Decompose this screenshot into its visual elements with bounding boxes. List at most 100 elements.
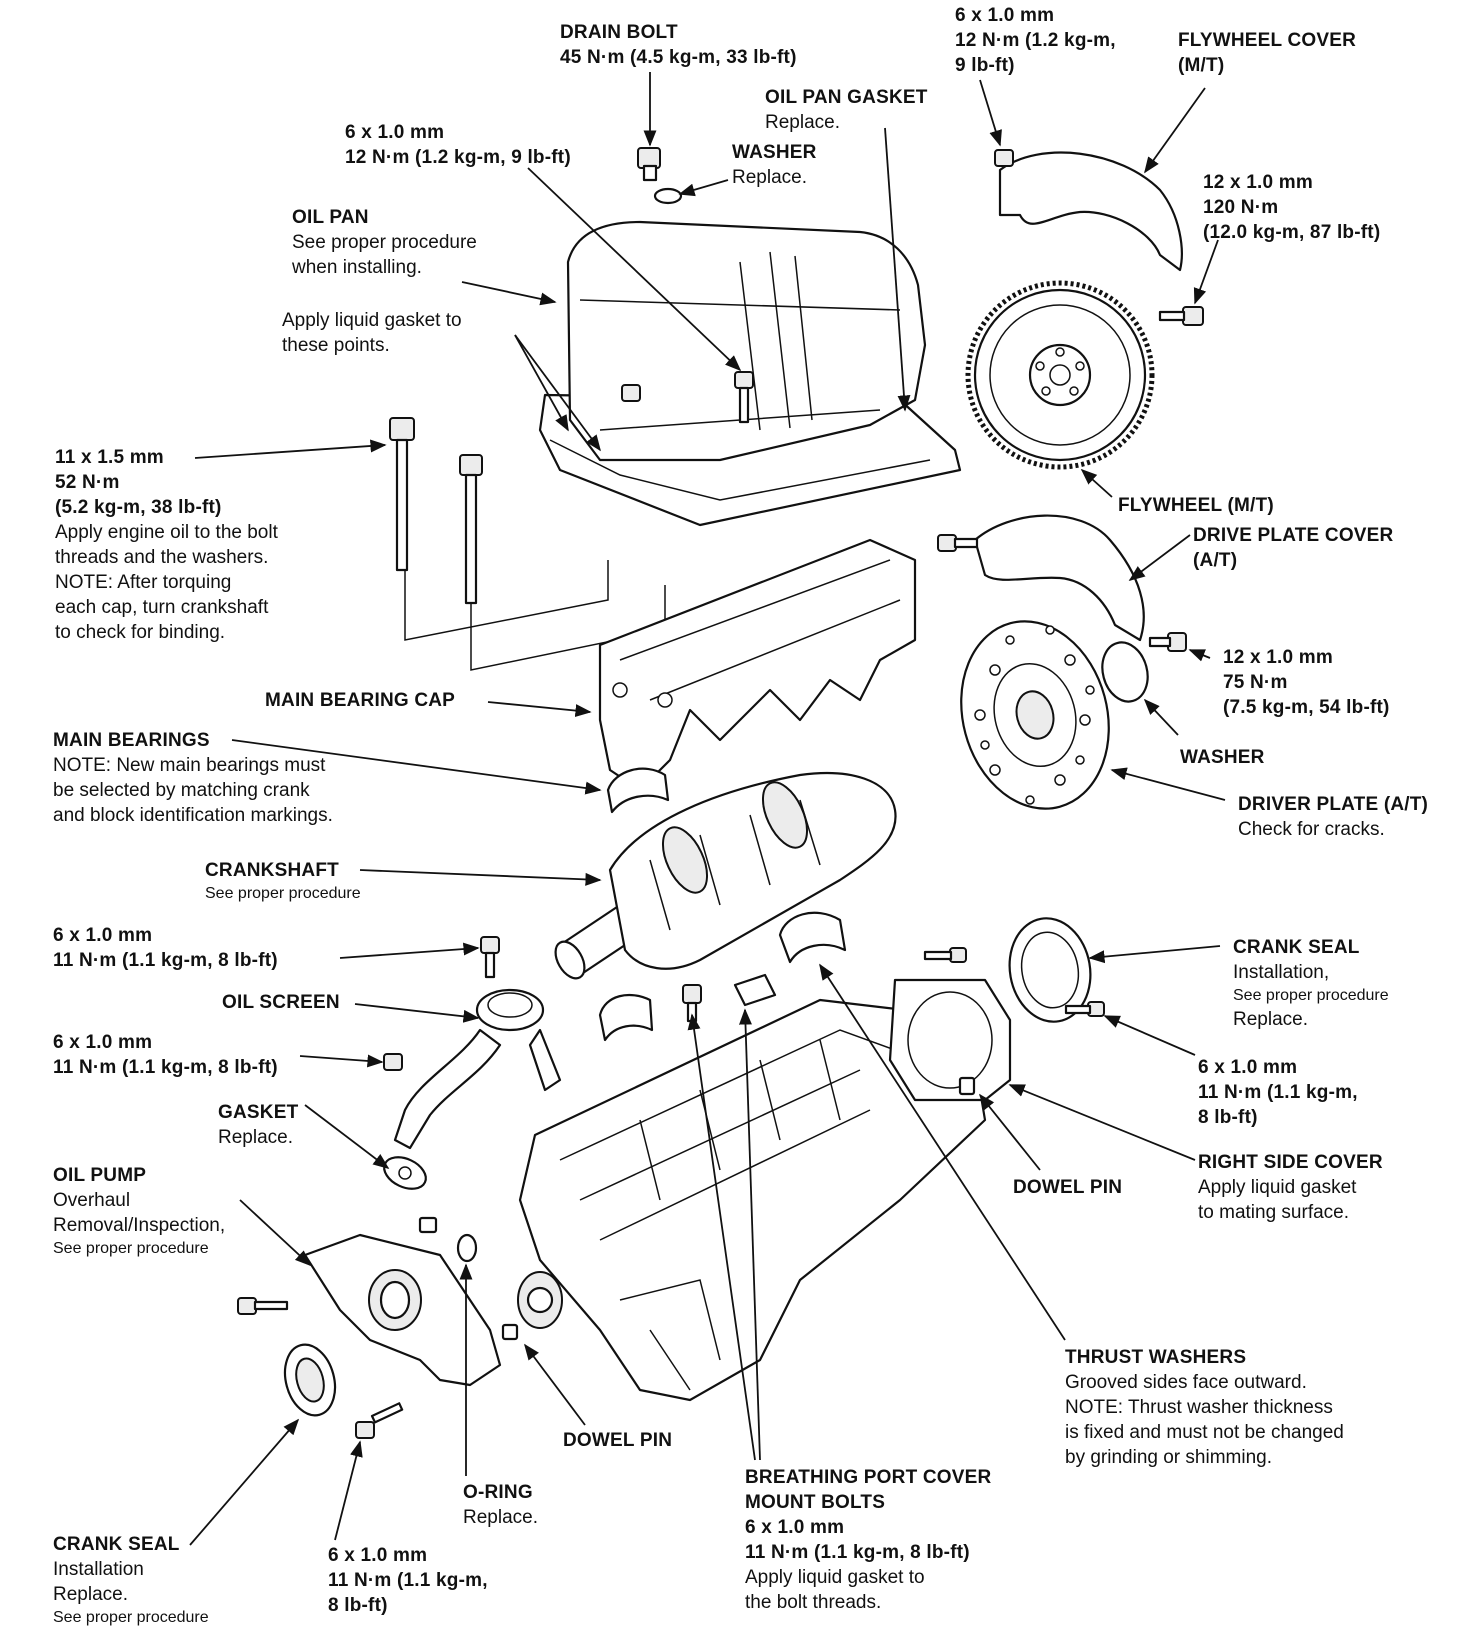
main-cap-bolt-1 (389, 417, 415, 572)
label-oil-pump-bolt: 6 x 1.0 mm 11 N·m (1.1 kg-m, 8 lb-ft) (328, 1543, 488, 1618)
oil-pump-bolt-torque2: 8 lb-ft) (328, 1595, 388, 1616)
main-bearing-cap-title: MAIN BEARING CAP (265, 690, 456, 711)
label-right-side-cover: RIGHT SIDE COVER Apply liquid gasket to … (1198, 1150, 1383, 1225)
label-main-cap-bolt: 11 x 1.5 mm 52 N·m (5.2 kg-m, 38 lb-ft) … (55, 445, 278, 645)
label-dowel-pin-bottom: DOWEL PIN (563, 1428, 672, 1453)
o-ring (456, 1233, 478, 1263)
liquid-gasket-line1: Apply liquid gasket to (282, 310, 462, 331)
flywheel-bolt-torque2: (12.0 kg-m, 87 lb-ft) (1203, 222, 1381, 243)
label-driver-plate: DRIVER PLATE (A/T) Check for cracks. (1238, 792, 1428, 842)
main-cap-bolt-2 (459, 454, 483, 605)
label-o-ring: O-RING Replace. (463, 1480, 538, 1530)
drain-washer (653, 187, 683, 205)
main-bearing (606, 767, 670, 814)
drain-bolt-title: DRAIN BOLT (560, 22, 678, 43)
flywheel-title: FLYWHEEL (M/T) (1118, 495, 1274, 516)
oil-pump-line2: Removal/Inspection, (53, 1215, 226, 1236)
label-gasket: GASKET Replace. (218, 1100, 298, 1150)
oil-pump-bolt-size: 6 x 1.0 mm (328, 1545, 428, 1566)
washer-top-title: WASHER (732, 142, 817, 163)
label-flywheel-cover-bolt: 6 x 1.0 mm 12 N·m (1.2 kg-m, 9 lb-ft) (955, 3, 1116, 78)
main-bearings-line1: NOTE: New main bearings must (53, 755, 326, 776)
label-liquid-gasket: Apply liquid gasket to these points. (282, 308, 462, 358)
flywheel-cover-bolt (994, 149, 1014, 167)
flywheel-bolt-size: 12 x 1.0 mm (1203, 172, 1313, 193)
oil-pan-bolt-size: 6 x 1.0 mm (345, 122, 445, 143)
breathing-port-line1: Apply liquid gasket to (745, 1567, 925, 1588)
main-cap-bolt-line2: threads and the washers. (55, 547, 269, 568)
breathing-port-line2: the bolt threads. (745, 1592, 882, 1613)
crank-seal-right-sub: See proper procedure (1233, 987, 1389, 1004)
dowel-pin-right (958, 1076, 976, 1096)
o-ring-title: O-RING (463, 1482, 533, 1503)
crank-seal-left (283, 1343, 337, 1417)
washer-right-title: WASHER (1180, 747, 1265, 768)
oil-pan-bolt (734, 371, 754, 424)
label-right-cover-bolt: 6 x 1.0 mm 11 N·m (1.1 kg-m, 8 lb-ft) (1198, 1055, 1358, 1130)
thrust-washers-line2: NOTE: Thrust washer thickness (1065, 1397, 1333, 1418)
right-cover-bolt (1064, 1001, 1105, 1017)
flywheel-cover (998, 151, 1183, 272)
label-washer-top: WASHER Replace. (732, 140, 817, 190)
drain-bolt-spec: 45 N·m (4.5 kg-m, 33 lb-ft) (560, 47, 797, 68)
flywheel (965, 280, 1155, 470)
breathing-port-cover (733, 973, 777, 1007)
oil-pump-line1: Overhaul (53, 1190, 131, 1211)
oil-pump (303, 1233, 502, 1387)
crankshaft (554, 771, 897, 980)
crank-seal-left-sub: See proper procedure (53, 1609, 209, 1626)
thrust-washer (778, 911, 847, 964)
oil-screen (393, 988, 562, 1150)
driver-plate-note: Check for cracks. (1238, 819, 1385, 840)
label-dowel-pin-right: DOWEL PIN (1013, 1175, 1122, 1200)
oil-pan-line1: See proper procedure (292, 232, 477, 253)
label-flywheel-bolt: 12 x 1.0 mm 120 N·m (12.0 kg-m, 87 lb-ft… (1203, 170, 1380, 245)
right-side-cover-title: RIGHT SIDE COVER (1198, 1152, 1383, 1173)
label-breathing-port: BREATHING PORT COVER MOUNT BOLTS 6 x 1.0… (745, 1465, 991, 1615)
drive-plate-washer (1101, 641, 1149, 703)
oil-screen-bolt (480, 936, 500, 979)
label-crank-seal-right: CRANK SEAL Installation, See proper proc… (1233, 935, 1389, 1032)
crank-seal-right-title: CRANK SEAL (1233, 937, 1360, 958)
drive-plate-bolt-torque: 75 N·m (1223, 672, 1288, 693)
drive-plate-bolt-size: 12 x 1.0 mm (1223, 647, 1333, 668)
flywheel-cover-sub: (M/T) (1178, 55, 1225, 76)
label-oil-screen-nut: 6 x 1.0 mm 11 N·m (1.1 kg-m, 8 lb-ft) (53, 1030, 278, 1080)
breathing-port-title2: MOUNT BOLTS (745, 1492, 886, 1513)
label-flywheel-cover: FLYWHEEL COVER (M/T) (1178, 28, 1356, 78)
drive-plate-cover (973, 514, 1145, 642)
main-bearing-cap (598, 538, 917, 792)
leader-lines (189, 72, 1226, 1546)
thrust-washers-line3: is fixed and must not be changed (1065, 1422, 1344, 1443)
label-washer-right: WASHER (1180, 745, 1265, 770)
main-cap-bolt-torque: 52 N·m (55, 472, 120, 493)
drive-plate-bolt-torque2: (7.5 kg-m, 54 lb-ft) (1223, 697, 1390, 718)
oil-screen-bolt-torque: 11 N·m (1.1 kg-m, 8 lb-ft) (53, 950, 278, 971)
crankshaft-title: CRANKSHAFT (205, 860, 339, 881)
label-drive-plate-cover: DRIVE PLATE COVER (A/T) (1193, 523, 1393, 573)
thrust-washers-title: THRUST WASHERS (1065, 1347, 1247, 1368)
label-oil-pump: OIL PUMP Overhaul Removal/Inspection, Se… (53, 1163, 225, 1260)
crankshaft-sub: See proper procedure (205, 885, 361, 902)
flywheel-bolt (1158, 306, 1204, 326)
main-cap-bolt-line1: Apply engine oil to the bolt (55, 522, 278, 543)
oil-pump-bolt-left (237, 1297, 289, 1315)
oil-pump-bolt-bottom (355, 1402, 404, 1439)
oil-screen-bolt-size: 6 x 1.0 mm (53, 925, 153, 946)
label-oil-pan: OIL PAN See proper procedure when instal… (292, 205, 477, 280)
oil-pan-title: OIL PAN (292, 207, 369, 228)
flywheel-cover-title: FLYWHEEL COVER (1178, 30, 1357, 51)
main-bearings-line2: be selected by matching crank (53, 780, 310, 801)
o-ring-note: Replace. (463, 1507, 538, 1528)
oil-pan-bolt-torque: 12 N·m (1.2 kg-m, 9 lb-ft) (345, 147, 571, 168)
oil-pan-line2: when installing. (292, 257, 422, 278)
label-oil-pan-gasket: OIL PAN GASKET Replace. (765, 85, 928, 135)
right-cover-bolt-torque: 11 N·m (1.1 kg-m, (1198, 1082, 1358, 1103)
flywheel-cover-bolt-size: 6 x 1.0 mm (955, 5, 1055, 26)
oil-pan-gasket-title: OIL PAN GASKET (765, 87, 928, 108)
main-bearings-line3: and block identification markings. (53, 805, 333, 826)
flywheel-cover-bolt-torque2: 9 lb-ft) (955, 55, 1015, 76)
main-cap-bolt-torque2: (5.2 kg-m, 38 lb-ft) (55, 497, 222, 518)
oil-screen-nut-size: 6 x 1.0 mm (53, 1032, 153, 1053)
